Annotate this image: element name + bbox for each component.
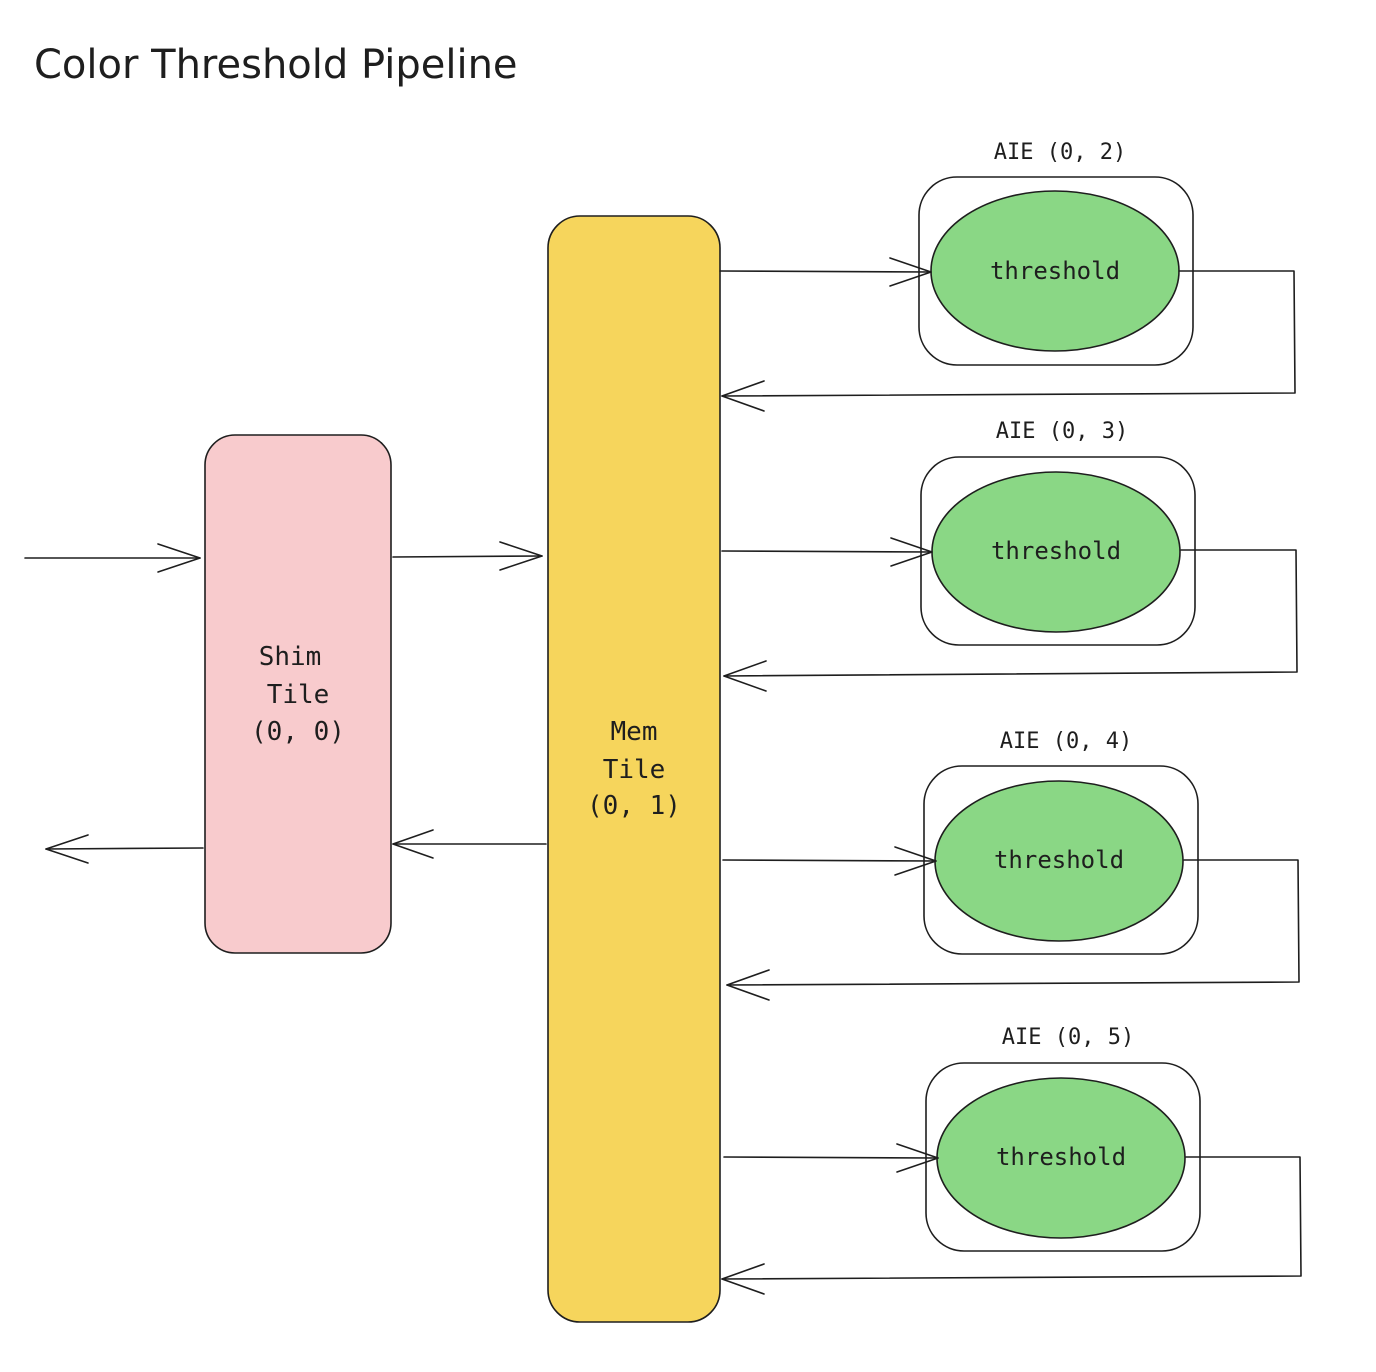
mem-to-shim-arrow	[392, 829, 547, 859]
host-to-shim-arrow	[24, 543, 201, 573]
shim-tile-box	[204, 434, 392, 954]
compute-tile-0-4: AIE (0, 4) threshold	[923, 729, 1199, 955]
compute-tile-0-3: AIE (0, 3) threshold	[920, 419, 1196, 646]
mem-to-aie-0-2-arrow	[719, 257, 932, 287]
shim-tile-name: Shim	[259, 642, 322, 672]
aie-0-3-to-mem-arrow	[723, 549, 1298, 692]
threshold-kernel-label: threshold	[996, 1143, 1126, 1171]
mem-to-aie-0-5-arrow	[723, 1143, 939, 1173]
compute-tile-label: AIE (0, 2)	[994, 140, 1126, 165]
mem-tile-coords: (0, 1)	[587, 791, 681, 821]
shim-tile: Shim Tile (0, 0)	[204, 434, 392, 954]
mem-tile-box	[547, 215, 721, 1323]
compute-tile-0-5: AIE (0, 5) threshold	[925, 1025, 1201, 1252]
shim-tile-coords: (0, 0)	[251, 717, 345, 747]
mem-tile: Mem Tile (0, 1)	[547, 215, 721, 1323]
compute-tile-label: AIE (0, 4)	[1000, 729, 1132, 754]
compute-tile-label: AIE (0, 5)	[1002, 1025, 1134, 1050]
threshold-kernel-label: threshold	[990, 257, 1120, 285]
diagram-title: Color Threshold Pipeline	[34, 42, 518, 88]
shim-to-host-arrow	[45, 834, 204, 864]
aie-0-2-to-mem-arrow	[721, 270, 1296, 412]
aie-0-5-to-mem-arrow	[721, 1156, 1302, 1295]
shim-tile-type: Tile	[267, 680, 330, 710]
mem-tile-name: Mem	[611, 717, 658, 747]
threshold-kernel-label: threshold	[994, 846, 1124, 874]
mem-to-aie-0-3-arrow	[721, 537, 933, 567]
mem-tile-type: Tile	[603, 755, 666, 785]
shim-to-mem-arrow	[392, 541, 543, 571]
mem-to-aie-0-4-arrow	[722, 846, 937, 876]
aie-0-4-to-mem-arrow	[726, 859, 1300, 1001]
compute-tile-label: AIE (0, 3)	[996, 419, 1128, 444]
compute-tile-0-2: AIE (0, 2) threshold	[918, 140, 1194, 366]
threshold-kernel-label: threshold	[991, 537, 1121, 565]
